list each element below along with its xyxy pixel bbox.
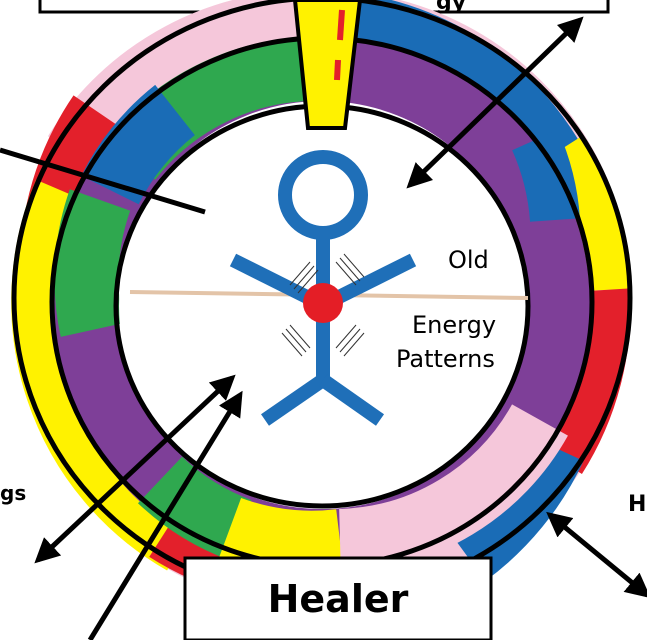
- label-left-cut: gs: [0, 481, 26, 505]
- svg-text:gy: gy: [436, 0, 466, 15]
- label-right-cut: H: [628, 492, 646, 517]
- arrow-lower-right: [550, 515, 647, 595]
- label-old: Old: [448, 246, 489, 274]
- label-patterns: Patterns: [396, 345, 495, 373]
- heart-center: [303, 283, 343, 323]
- label-healer: Healer: [268, 577, 409, 621]
- label-energy: Energy: [412, 311, 496, 339]
